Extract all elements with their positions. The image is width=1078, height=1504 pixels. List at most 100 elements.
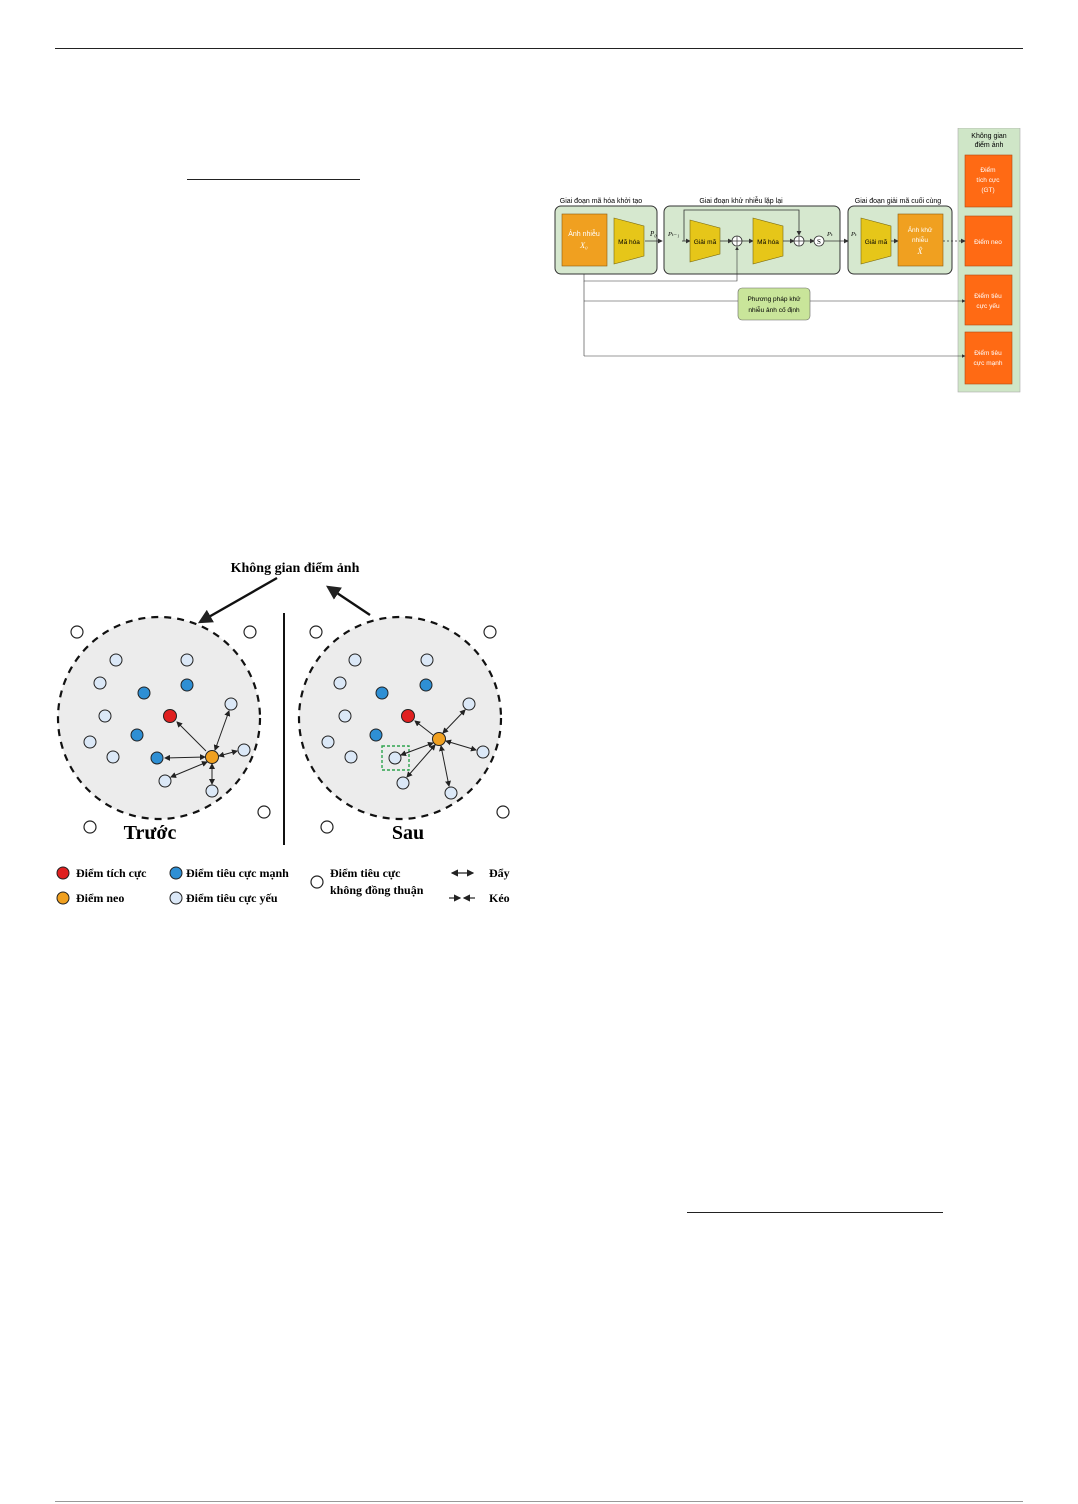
positive-point	[401, 709, 415, 723]
legend-strong-negative-swatch	[169, 866, 183, 880]
noisy-image-symbol: X₀	[579, 241, 588, 250]
denoising-architecture-figure: Không gian điểm ảnh Điểm tích cực (GT) Đ…	[554, 128, 1021, 393]
anchor-point	[432, 732, 446, 746]
decoder-label-2: Giải mã	[865, 239, 888, 246]
noisy-image-box	[561, 213, 608, 267]
disagree-negative-point	[309, 625, 323, 639]
anchor-box	[964, 215, 1013, 267]
legend-positive-label: Điểm tích cực	[76, 866, 147, 880]
before-label: Trước	[124, 822, 177, 844]
weak-negative-point	[348, 653, 362, 667]
legend-positive-swatch	[56, 866, 70, 880]
weak-negative-point	[158, 774, 172, 788]
header-rule	[55, 48, 1023, 49]
legend-push-label: Đẩy	[489, 866, 510, 880]
positive-point	[163, 709, 177, 723]
strong-negative-point	[419, 678, 433, 692]
before-panel	[70, 625, 271, 834]
legend-disagree-label-2: không đồng thuận	[330, 883, 424, 897]
stage-iter-label: Giai đoạn khử nhiễu lặp lại	[699, 196, 783, 205]
positive-gt-text-2: tích cực	[976, 177, 1000, 184]
fixed-method-text-1: Phương pháp khử	[747, 295, 801, 303]
feat-pt: Pₜ	[826, 231, 833, 238]
feat-pt-final: Pₜ	[850, 231, 857, 238]
feat-pt1: Pₜ₋₁	[667, 231, 679, 238]
disagree-negative-point	[257, 805, 271, 819]
disagree-negative-point	[243, 625, 257, 639]
weak-negative-point	[444, 786, 458, 800]
strong-negative-box	[964, 331, 1013, 385]
strong-negative-point	[369, 728, 383, 742]
weak-negative-point	[344, 750, 358, 764]
weak-negative-point	[388, 751, 402, 765]
pixel-space-figure: Không gian điểm ảnh Trước	[56, 561, 510, 905]
legend-disagree-swatch	[310, 875, 324, 889]
stage-init-label: Giai đoạn mã hóa khởi tạo	[560, 197, 643, 205]
legend-anchor-swatch	[56, 891, 70, 905]
weak-negative-point	[106, 750, 120, 764]
weak-negative-text-2: cực yếu	[976, 301, 1000, 310]
strong-negative-point	[180, 678, 194, 692]
weak-negative-point	[205, 784, 219, 798]
anchor-point	[205, 750, 219, 764]
legend: Điểm tích cực Điểm neo Điểm tiêu cực mạn…	[56, 866, 510, 905]
anchor-box-text: Điểm neo	[974, 238, 1002, 246]
pixel-space-title-1: Không gian	[971, 133, 1007, 140]
weak-negative-point	[224, 697, 238, 711]
s-symbol: S	[817, 238, 821, 246]
space-circle-before	[56, 615, 262, 821]
feat-p0: P₀	[649, 230, 657, 238]
weak-negative-point	[462, 697, 476, 711]
disagree-negative-point	[483, 625, 497, 639]
weak-negative-point	[420, 653, 434, 667]
weak-negative-point	[333, 676, 347, 690]
stage-final-label: Giai đoạn giải mã cuối cùng	[855, 196, 941, 205]
underline-right	[687, 1212, 943, 1213]
weak-negative-point	[98, 709, 112, 723]
weak-negative-box	[964, 274, 1013, 326]
strong-negative-text-1: Điểm tiêu	[974, 349, 1002, 357]
decoder-label-1: Giải mã	[694, 239, 717, 246]
after-label: Sau	[392, 822, 424, 844]
legend-weak-negative-swatch	[169, 891, 183, 905]
strong-negative-point	[150, 751, 164, 765]
footer-rule	[55, 1501, 1023, 1502]
after-panel	[309, 625, 510, 834]
encoder-shape-2	[752, 217, 784, 265]
legend-strong-negative-label: Điểm tiêu cực mạnh	[186, 866, 289, 880]
strong-negative-point	[137, 686, 151, 700]
positive-gt-text-1: Điểm	[980, 166, 995, 174]
encoder-shape-1	[613, 217, 645, 265]
weak-negative-point	[321, 735, 335, 749]
fixed-method-box	[737, 287, 811, 321]
disagree-negative-point	[320, 820, 334, 834]
weak-negative-point	[476, 745, 490, 759]
noisy-image-text: Ảnh nhiễu	[568, 229, 600, 238]
positive-gt-text-3: (GT)	[981, 187, 994, 194]
decoder-shape-1	[689, 219, 721, 263]
space-figure-title: Không gian điểm ảnh	[231, 561, 360, 576]
legend-disagree-label-1: Điểm tiêu cực	[330, 866, 401, 880]
weak-negative-point	[237, 743, 251, 757]
weak-negative-point	[396, 776, 410, 790]
positive-gt-box	[964, 154, 1013, 208]
denoised-image-box	[897, 213, 944, 267]
underline-left	[187, 179, 360, 180]
weak-negative-point	[109, 653, 123, 667]
pixel-space-title-2: điểm ảnh	[975, 141, 1004, 149]
decoder-shape-2	[860, 217, 892, 265]
weak-negative-point	[180, 653, 194, 667]
encoder-label-1: Mã hóa	[618, 239, 640, 246]
legend-pull-label: Kéo	[489, 891, 510, 905]
weak-negative-point	[338, 709, 352, 723]
denoised-symbol: X̂	[917, 246, 924, 256]
weak-negative-point	[83, 735, 97, 749]
fixed-method-text-2: nhiễu ảnh cố định	[748, 305, 800, 314]
weak-negative-point	[93, 676, 107, 690]
legend-anchor-label: Điểm neo	[76, 891, 124, 905]
legend-weak-negative-label: Điểm tiêu cực yếu	[186, 891, 278, 905]
denoised-text-2: nhiễu	[912, 235, 928, 244]
strong-negative-point	[375, 686, 389, 700]
denoised-text-1: Ảnh khử	[908, 225, 933, 234]
strong-negative-text-2: cực mạnh	[974, 360, 1003, 367]
